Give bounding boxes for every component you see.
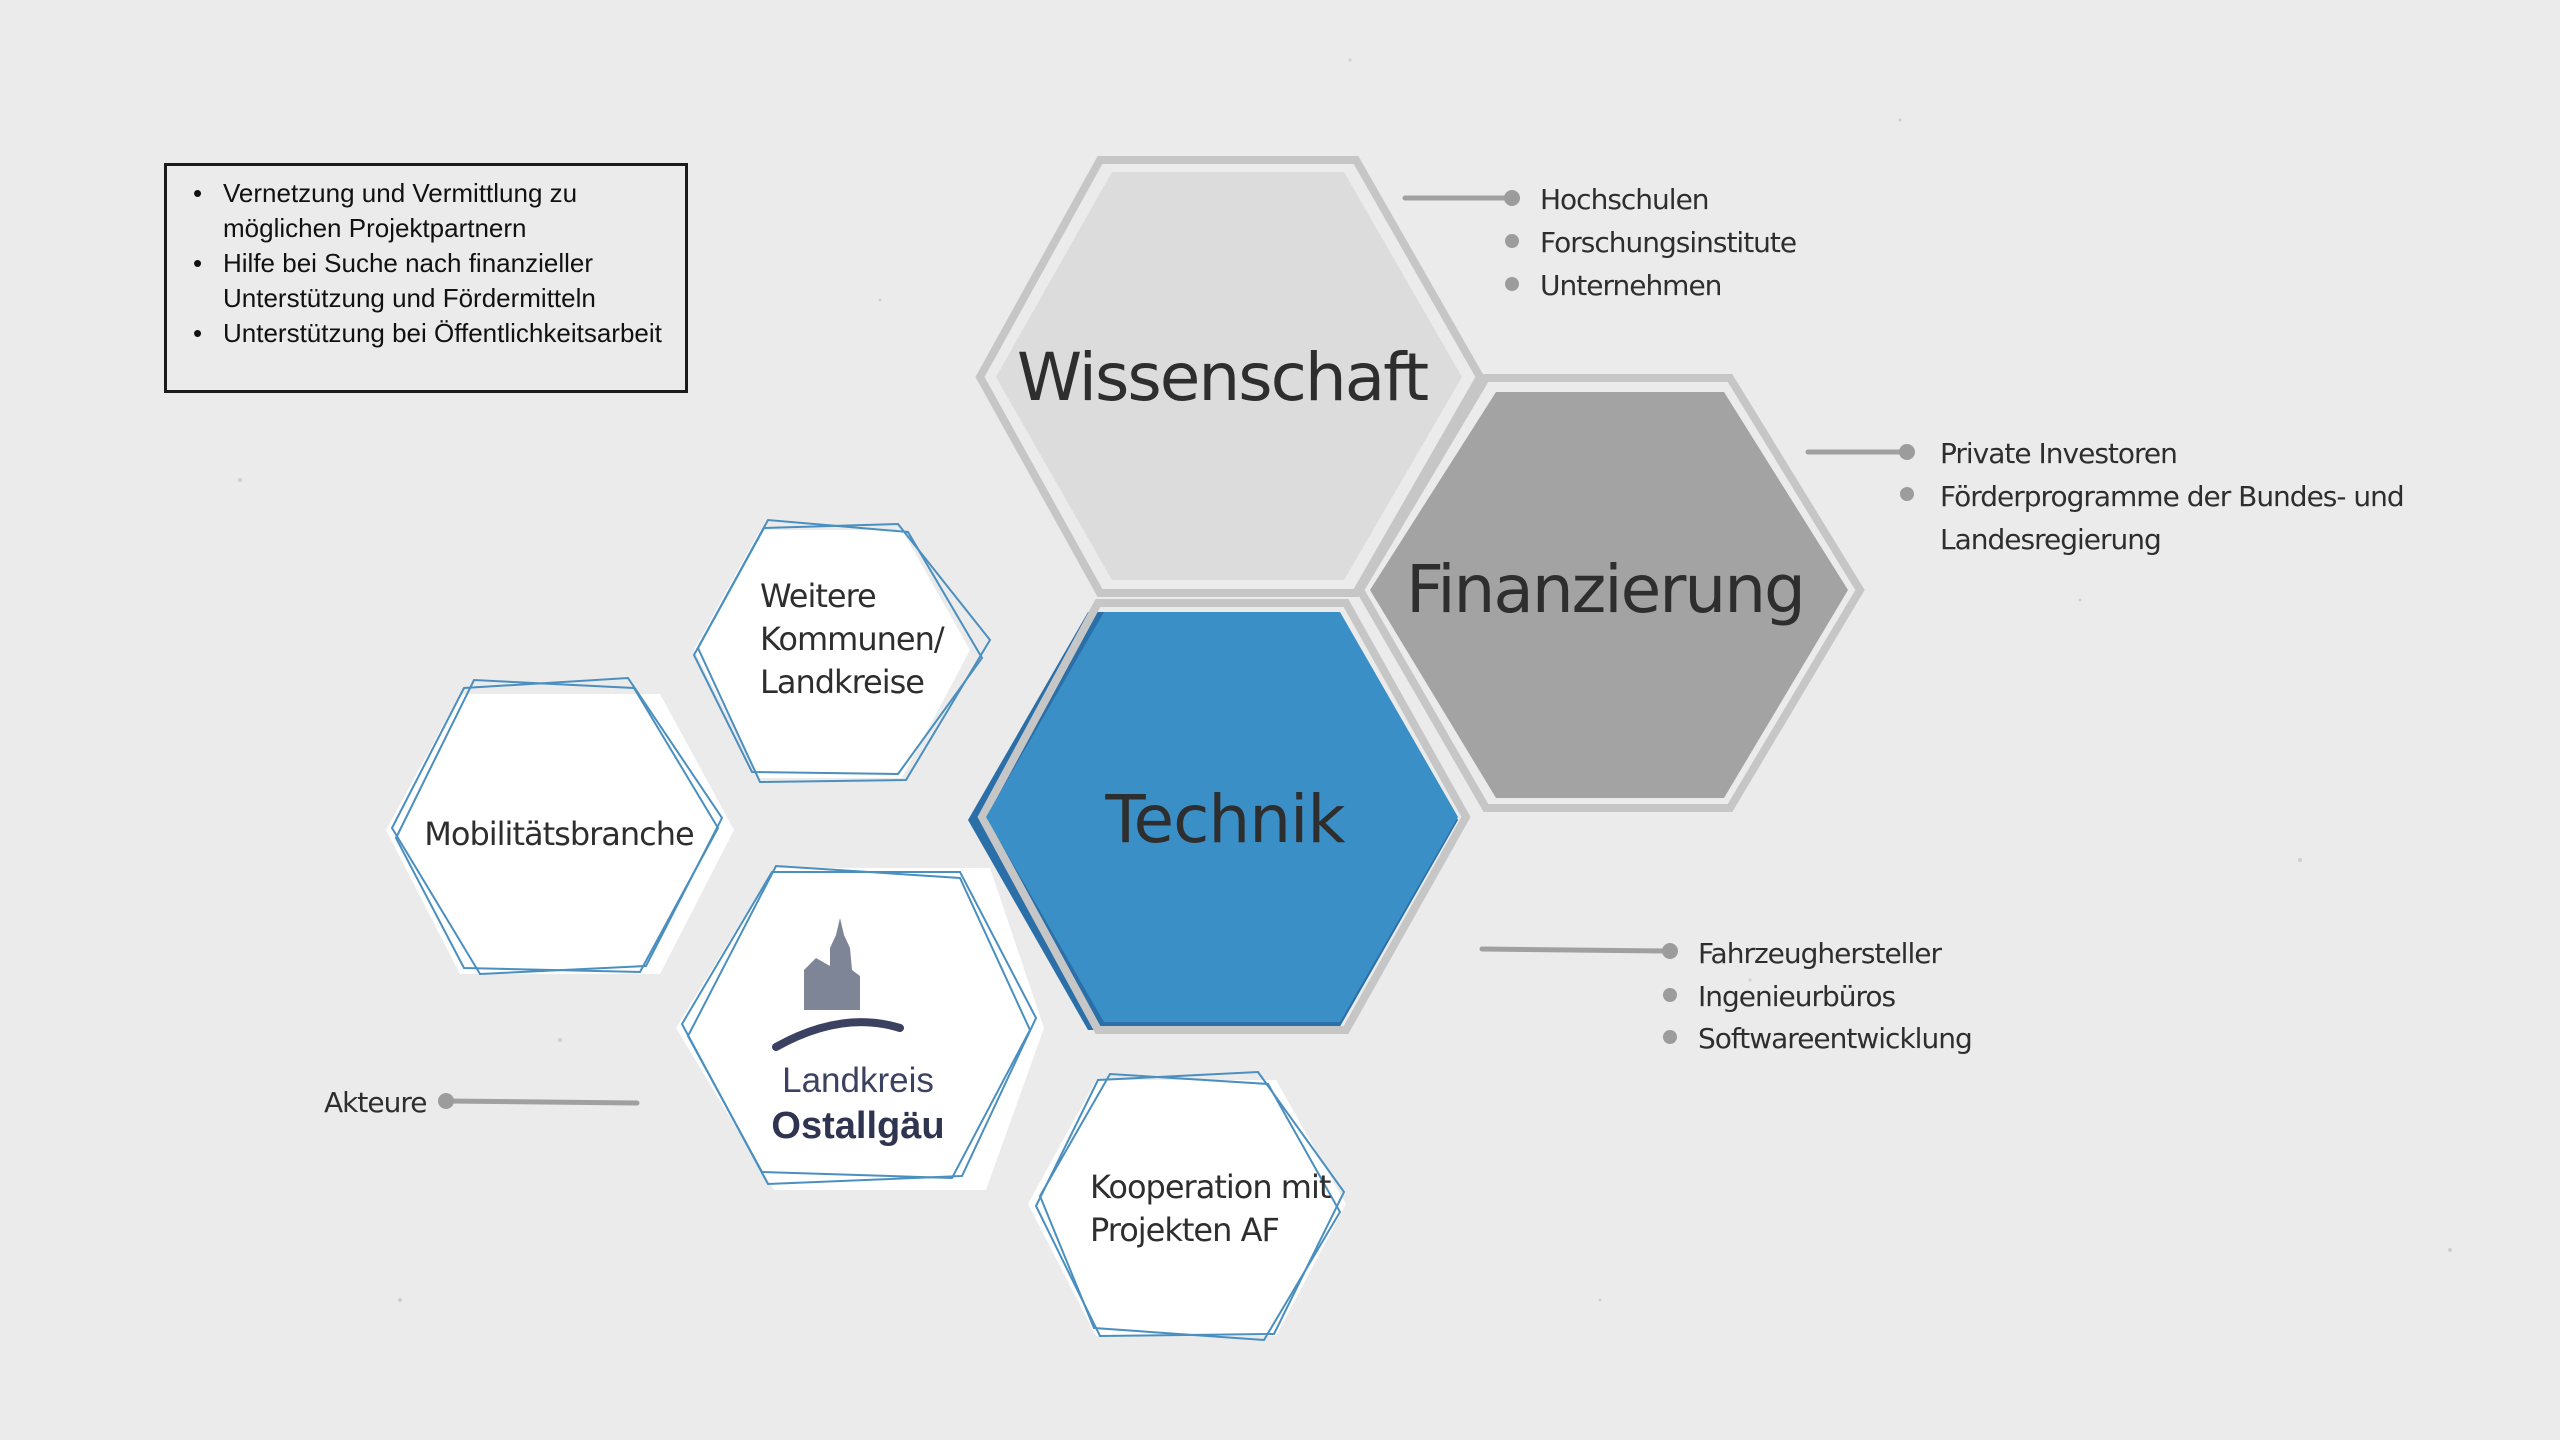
hex-finanzierung: Finanzierung bbox=[1355, 374, 1865, 812]
list-technik-item-2: Ingenieurbüros bbox=[1698, 980, 1896, 1013]
list-wissenschaft-item-1: Hochschulen bbox=[1540, 183, 1709, 216]
list-wissenschaft-item-2: Forschungsinstitute bbox=[1540, 226, 1796, 259]
list-finanzierung-item-2: Förderprogramme der Bundes- und bbox=[1940, 480, 2404, 513]
list-technik: Fahrzeughersteller Ingenieurbüros Softwa… bbox=[1663, 937, 1973, 1055]
list-finanzierung: Private Investoren Förderprogramme der B… bbox=[1900, 437, 2405, 556]
hex-technik-frame bbox=[977, 599, 1471, 1034]
list-wissenschaft-item-3: Unternehmen bbox=[1540, 269, 1721, 302]
hex-kooperation-outline-b bbox=[1038, 1072, 1342, 1342]
info-item-funding: Hilfe bei Suche nach finanzieller Unters… bbox=[183, 246, 673, 316]
hex-mobilitaet-fill bbox=[386, 694, 734, 974]
hex-landkreis-logo[interactable]: Landkreis Ostallgäu bbox=[676, 864, 1044, 1190]
connector-technik bbox=[1479, 946, 1671, 954]
hex-mobilitaet[interactable]: Mobilitätsbranche bbox=[386, 676, 734, 976]
hex-wissenschaft-fill bbox=[996, 172, 1462, 580]
hex-logo-outline-b bbox=[686, 864, 1032, 1180]
hex-logo-fill bbox=[676, 868, 1044, 1190]
connectors bbox=[443, 195, 1908, 1106]
hex-mobilitaet-outline-a bbox=[390, 676, 724, 976]
hex-technik-label: Technik bbox=[1104, 781, 1346, 858]
logo-text-line2: Ostallgäu bbox=[771, 1105, 944, 1147]
info-item-networking: Vernetzung und Vermittlung zu möglichen … bbox=[183, 176, 673, 246]
logo-text-line1: Landkreis bbox=[782, 1061, 934, 1100]
hex-kooperation-fill bbox=[1028, 1080, 1346, 1336]
hex-finanzierung-frame bbox=[1355, 374, 1865, 812]
list-finanzierung-item-1: Private Investoren bbox=[1940, 437, 2177, 470]
connector-dots bbox=[438, 190, 1915, 1109]
hex-finanzierung-fill bbox=[1370, 392, 1848, 798]
info-list: Vernetzung und Vermittlung zu möglichen … bbox=[183, 176, 673, 351]
info-item-pr: Unterstützung bei Öffentlichkeitsarbeit bbox=[183, 316, 673, 351]
hex-wissenschaft-label: Wissenschaft bbox=[1017, 339, 1428, 416]
hex-kooperation-label: Kooperation mit Projekten AF bbox=[1090, 1168, 1340, 1249]
list-wissenschaft-dot-2 bbox=[1505, 234, 1519, 248]
list-technik-dot-2 bbox=[1663, 988, 1677, 1002]
connector-akteure bbox=[443, 1098, 640, 1106]
castle-icon bbox=[772, 918, 904, 1051]
hex-kommunen-fill bbox=[694, 530, 970, 778]
hex-mobilitaet-outline-b bbox=[394, 678, 720, 974]
dot-akteure bbox=[438, 1093, 454, 1109]
list-technik-item-1: Fahrzeughersteller bbox=[1698, 937, 1942, 970]
dot-technik bbox=[1662, 943, 1678, 959]
hex-wissenschaft-frame bbox=[975, 156, 1485, 597]
hex-kommunen-outline-b bbox=[692, 518, 984, 776]
hex-finanzierung-label: Finanzierung bbox=[1406, 551, 1804, 628]
akteure-label: Akteure bbox=[324, 1086, 426, 1119]
info-box: Vernetzung und Vermittlung zu möglichen … bbox=[164, 163, 688, 393]
hex-kommunen[interactable]: Weitere Kommunen/ Landkreise bbox=[692, 518, 992, 784]
hex-technik-fill bbox=[986, 612, 1458, 1022]
list-finanzierung-dot-2 bbox=[1900, 487, 1914, 501]
list-finanzierung-item-2-cont: Landesregierung bbox=[1940, 523, 2161, 556]
list-technik-item-3: Softwareentwicklung bbox=[1698, 1022, 1972, 1055]
hex-kommunen-label: Weitere Kommunen/ Landkreise bbox=[760, 577, 953, 701]
dot-finanzierung bbox=[1899, 444, 1915, 460]
hex-kooperation-outline-a bbox=[1034, 1070, 1346, 1338]
list-technik-dot-3 bbox=[1663, 1030, 1677, 1044]
hex-kooperation[interactable]: Kooperation mit Projekten AF bbox=[1028, 1070, 1346, 1342]
hex-wissenschaft: Wissenschaft bbox=[975, 156, 1485, 597]
dot-wissenschaft bbox=[1504, 190, 1520, 206]
list-wissenschaft: Hochschulen Forschungsinstitute Unterneh… bbox=[1505, 183, 1797, 302]
hex-technik: Technik bbox=[968, 599, 1471, 1034]
hex-mobilitaet-label: Mobilitätsbranche bbox=[424, 815, 693, 853]
list-wissenschaft-dot-3 bbox=[1505, 277, 1519, 291]
